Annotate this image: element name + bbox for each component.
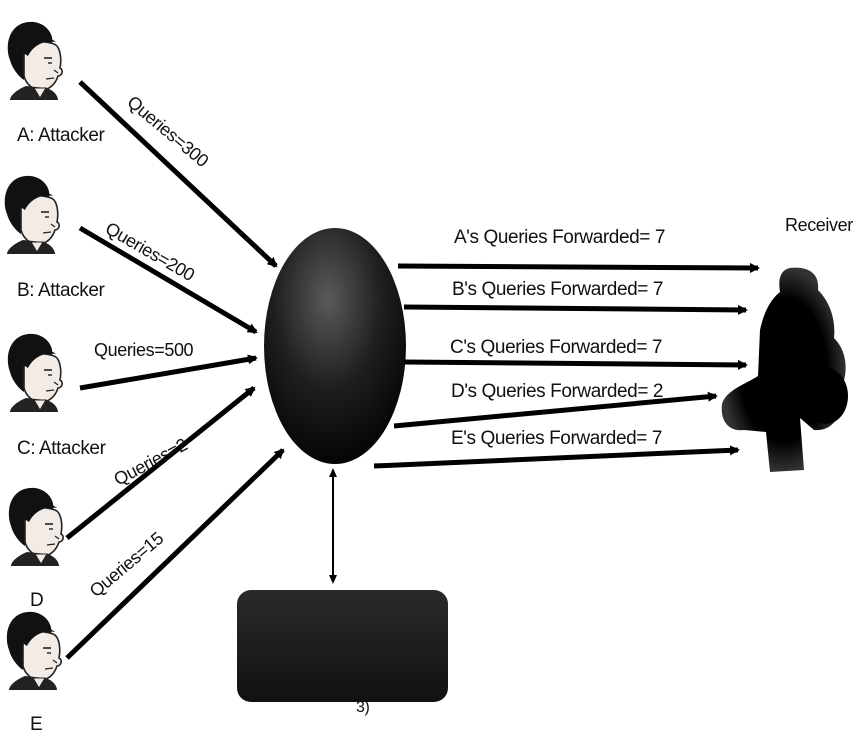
forwarded-b-label: B's Queries Forwarded= 7 <box>452 279 663 300</box>
forwarded-d-label: D's Queries Forwarded= 2 <box>451 381 663 402</box>
forwarded-e-label: E's Queries Forwarded= 7 <box>451 428 662 449</box>
arrow-e-out <box>373 445 740 469</box>
bottom-box <box>237 590 448 702</box>
arrow-c-out <box>403 359 748 370</box>
arrow-b-in <box>78 225 258 335</box>
node-label-a: A: Attacker <box>17 125 106 146</box>
queries-a-label: Queries=300 <box>123 92 212 171</box>
arrow-d-out <box>393 391 718 429</box>
node-label-b: B: Attacker <box>17 280 106 301</box>
receiver-label: Receiver <box>785 215 853 235</box>
arrow-a-out <box>397 262 760 273</box>
node-label-e: E <box>30 714 42 732</box>
person-b-icon <box>4 175 60 255</box>
node-label-c: C: Attacker <box>17 438 107 459</box>
arrow-c-in <box>79 354 258 391</box>
queries-d-label: Queries=2 <box>110 434 190 489</box>
forwarded-c-label: C's Queries Forwarded= 7 <box>450 337 662 358</box>
arrow-e-in <box>65 448 285 660</box>
person-a-icon <box>7 21 63 101</box>
receiver-icon <box>721 267 848 472</box>
person-d-icon <box>8 487 64 567</box>
person-c-icon <box>7 333 63 413</box>
queries-c-label: Queries=500 <box>94 340 194 360</box>
arrow-d-in <box>65 386 256 540</box>
arrow-b-out <box>403 304 748 315</box>
central-node <box>264 228 406 464</box>
queries-e-label: Queries=15 <box>86 528 168 601</box>
node-label-d: D <box>30 590 43 611</box>
arrow-a-in <box>78 80 278 268</box>
person-e-icon <box>6 611 62 691</box>
forwarded-a-label: A's Queries Forwarded= 7 <box>454 227 665 248</box>
bottom-box-fragment: 3) <box>356 699 369 716</box>
